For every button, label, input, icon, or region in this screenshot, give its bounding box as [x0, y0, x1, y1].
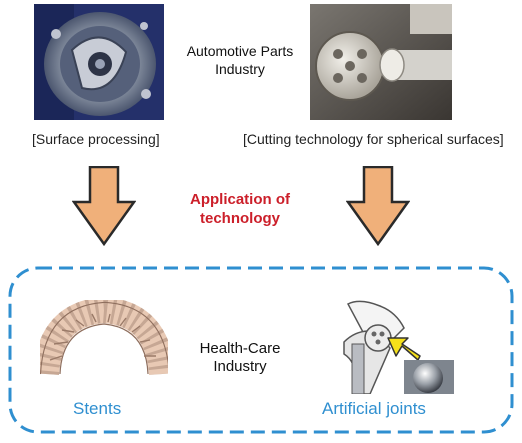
health-care-line2: Industry [213, 358, 267, 375]
automotive-industry-line1: Automotive Parts [186, 43, 294, 59]
artificial-joints-label: Artificial joints [322, 399, 426, 418]
stents-label: Stents [73, 399, 122, 418]
health-care-dashed-box [8, 266, 514, 434]
surface-processing-caption: [Surface processing] [32, 131, 160, 147]
application-line1: Application of [190, 191, 290, 208]
down-arrow-icon-left [72, 166, 136, 246]
automotive-industry-label: Automotive Parts Industry [178, 42, 302, 78]
rotary-engine-photo [34, 4, 164, 120]
spherical-cutting-caption: [Cutting technology for spherical surfac… [243, 131, 504, 147]
application-of-technology-label: Application of technology [170, 190, 310, 228]
application-line2: technology [199, 210, 280, 227]
down-arrow-icon-right [346, 166, 410, 246]
stent-illustration [33, 296, 175, 380]
health-care-industry-label: Health-Care Industry [174, 340, 306, 376]
artificial-hip-joint-illustration [330, 298, 454, 395]
automotive-industry-line2: Industry [215, 61, 265, 77]
spherical-cutting-machine-photo [310, 4, 452, 120]
health-care-line1: Health-Care [199, 340, 281, 357]
